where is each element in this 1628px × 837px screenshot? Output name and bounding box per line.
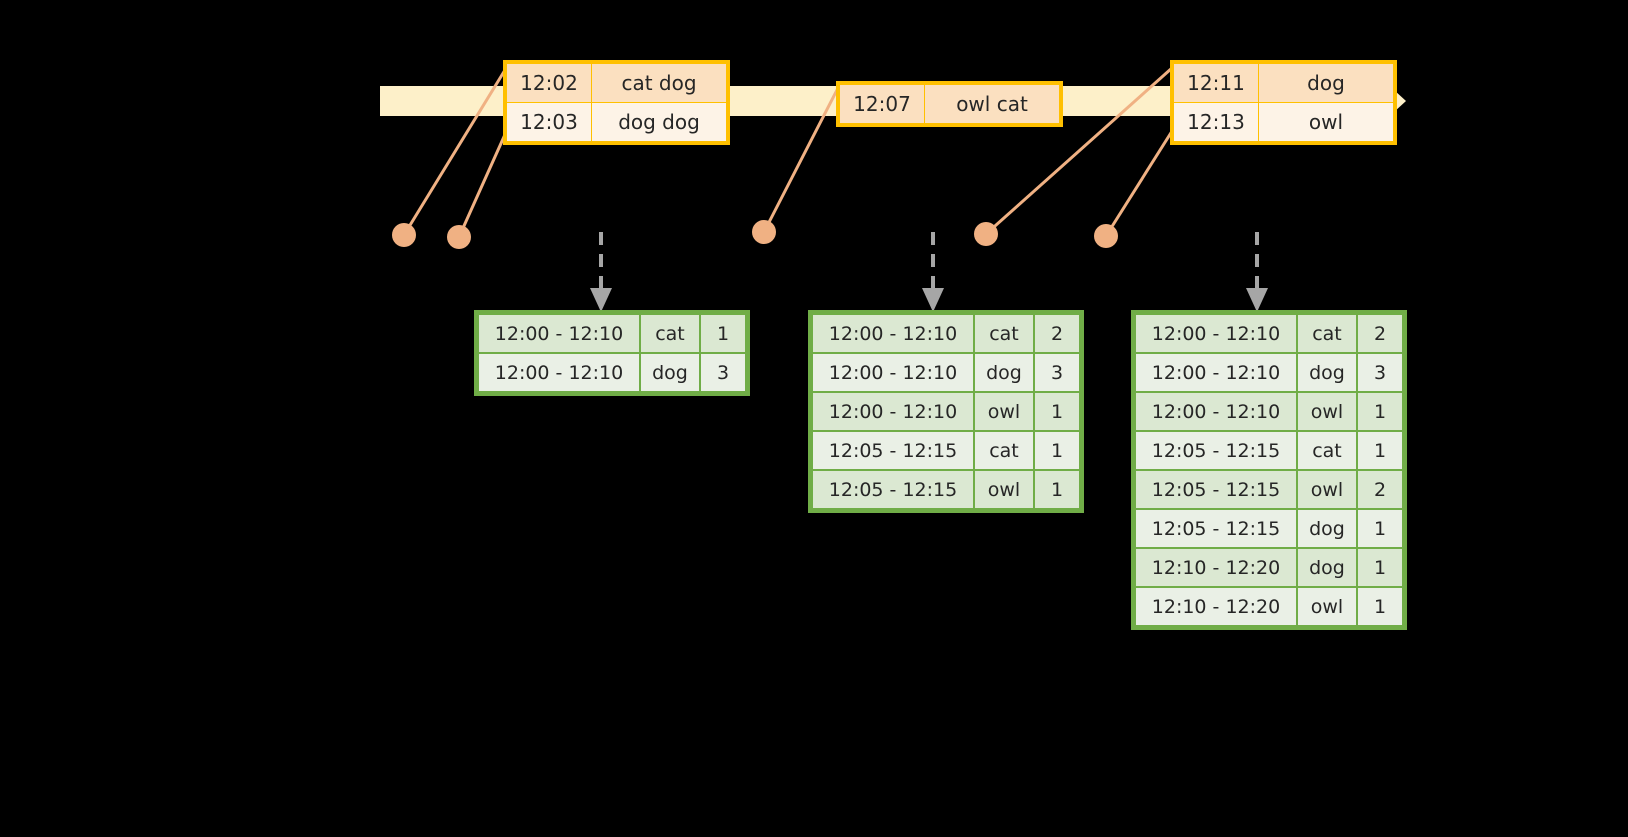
table-row: 12:05 - 12:15 cat 1 <box>1134 430 1404 471</box>
count-cell: 2 <box>1356 469 1404 510</box>
connector-dot-4 <box>974 222 998 246</box>
event-box-2[interactable]: 12:07 owl cat <box>836 81 1063 127</box>
window-cell: 12:05 - 12:15 <box>1134 430 1298 471</box>
table-row: 12:00 - 12:10 owl 1 <box>1134 391 1404 432</box>
dashed-arrow-3 <box>1246 232 1268 312</box>
result-grid: 12:00 - 12:10 cat 2 12:00 - 12:10 dog 3 … <box>811 313 1081 510</box>
result-table-2[interactable]: 12:00 - 12:10 cat 2 12:00 - 12:10 dog 3 … <box>808 310 1084 513</box>
word-cell: owl <box>1296 586 1358 627</box>
event-words: cat dog <box>591 63 727 103</box>
event-row: 12:07 owl cat <box>839 84 1060 124</box>
window-cell: 12:00 - 12:10 <box>1134 313 1298 354</box>
window-cell: 12:00 - 12:10 <box>477 352 641 393</box>
table-row: 12:10 - 12:20 owl 1 <box>1134 586 1404 627</box>
result-table-1[interactable]: 12:00 - 12:10 cat 1 12:00 - 12:10 dog 3 <box>474 310 750 396</box>
count-cell: 2 <box>1033 313 1081 354</box>
result-grid: 12:00 - 12:10 cat 1 12:00 - 12:10 dog 3 <box>477 313 747 393</box>
result-table-3[interactable]: 12:00 - 12:10 cat 2 12:00 - 12:10 dog 3 … <box>1131 310 1407 630</box>
count-cell: 1 <box>1356 508 1404 549</box>
word-cell: owl <box>973 469 1035 510</box>
word-cell: dog <box>639 352 701 393</box>
count-cell: 1 <box>1033 430 1081 471</box>
word-cell: owl <box>973 391 1035 432</box>
word-cell: cat <box>1296 430 1358 471</box>
window-cell: 12:05 - 12:15 <box>811 469 975 510</box>
word-cell: cat <box>973 313 1035 354</box>
word-cell: owl <box>1296 391 1358 432</box>
connector-dot-1 <box>392 223 416 247</box>
window-cell: 12:05 - 12:15 <box>1134 508 1298 549</box>
event-row: 12:11 dog <box>1173 63 1394 103</box>
event-row: 12:02 cat dog <box>506 63 727 103</box>
connector-dot-5 <box>1094 224 1118 248</box>
table-row: 12:05 - 12:15 cat 1 <box>811 430 1081 471</box>
count-cell: 1 <box>1356 586 1404 627</box>
window-cell: 12:00 - 12:10 <box>811 313 975 354</box>
window-cell: 12:00 - 12:10 <box>811 352 975 393</box>
count-cell: 3 <box>1033 352 1081 393</box>
count-cell: 1 <box>1356 391 1404 432</box>
count-cell: 1 <box>1033 391 1081 432</box>
event-words: owl cat <box>924 84 1060 124</box>
event-time: 12:02 <box>506 63 592 103</box>
window-cell: 12:00 - 12:10 <box>477 313 641 354</box>
window-cell: 12:00 - 12:10 <box>1134 391 1298 432</box>
word-cell: cat <box>1296 313 1358 354</box>
table-row: 12:00 - 12:10 cat 1 <box>477 313 747 354</box>
event-box-3[interactable]: 12:11 dog 12:13 owl <box>1170 60 1397 145</box>
event-words: dog <box>1258 63 1394 103</box>
window-cell: 12:10 - 12:20 <box>1134 547 1298 588</box>
count-cell: 3 <box>1356 352 1404 393</box>
event-words: owl <box>1258 102 1394 142</box>
result-grid: 12:00 - 12:10 cat 2 12:00 - 12:10 dog 3 … <box>1134 313 1404 627</box>
word-cell: owl <box>1296 469 1358 510</box>
table-row: 12:00 - 12:10 cat 2 <box>811 313 1081 354</box>
word-cell: cat <box>973 430 1035 471</box>
word-cell: dog <box>1296 508 1358 549</box>
count-cell: 1 <box>1356 547 1404 588</box>
connector-dot-2 <box>447 225 471 249</box>
word-cell: cat <box>639 313 701 354</box>
connector-dot-3 <box>752 220 776 244</box>
table-row: 12:00 - 12:10 owl 1 <box>811 391 1081 432</box>
table-row: 12:05 - 12:15 owl 2 <box>1134 469 1404 510</box>
table-row: 12:05 - 12:15 dog 1 <box>1134 508 1404 549</box>
word-cell: dog <box>1296 352 1358 393</box>
count-cell: 2 <box>1356 313 1404 354</box>
event-time: 12:07 <box>839 84 925 124</box>
count-cell: 1 <box>1033 469 1081 510</box>
event-box-1[interactable]: 12:02 cat dog 12:03 dog dog <box>503 60 730 145</box>
count-cell: 3 <box>699 352 747 393</box>
window-cell: 12:05 - 12:15 <box>1134 469 1298 510</box>
window-cell: 12:05 - 12:15 <box>811 430 975 471</box>
table-row: 12:00 - 12:10 cat 2 <box>1134 313 1404 354</box>
event-row: 12:13 owl <box>1173 102 1394 142</box>
count-cell: 1 <box>1356 430 1404 471</box>
event-time: 12:11 <box>1173 63 1259 103</box>
event-row: 12:03 dog dog <box>506 102 727 142</box>
event-words: dog dog <box>591 102 727 142</box>
table-row: 12:10 - 12:20 dog 1 <box>1134 547 1404 588</box>
event-time: 12:03 <box>506 102 592 142</box>
dashed-arrow-2 <box>922 232 944 312</box>
window-cell: 12:00 - 12:10 <box>811 391 975 432</box>
table-row: 12:00 - 12:10 dog 3 <box>1134 352 1404 393</box>
table-row: 12:05 - 12:15 owl 1 <box>811 469 1081 510</box>
table-row: 12:00 - 12:10 dog 3 <box>811 352 1081 393</box>
word-cell: dog <box>973 352 1035 393</box>
event-time: 12:13 <box>1173 102 1259 142</box>
word-cell: dog <box>1296 547 1358 588</box>
dashed-arrow-1 <box>590 232 612 312</box>
table-row: 12:00 - 12:10 dog 3 <box>477 352 747 393</box>
window-cell: 12:10 - 12:20 <box>1134 586 1298 627</box>
count-cell: 1 <box>699 313 747 354</box>
window-cell: 12:00 - 12:10 <box>1134 352 1298 393</box>
